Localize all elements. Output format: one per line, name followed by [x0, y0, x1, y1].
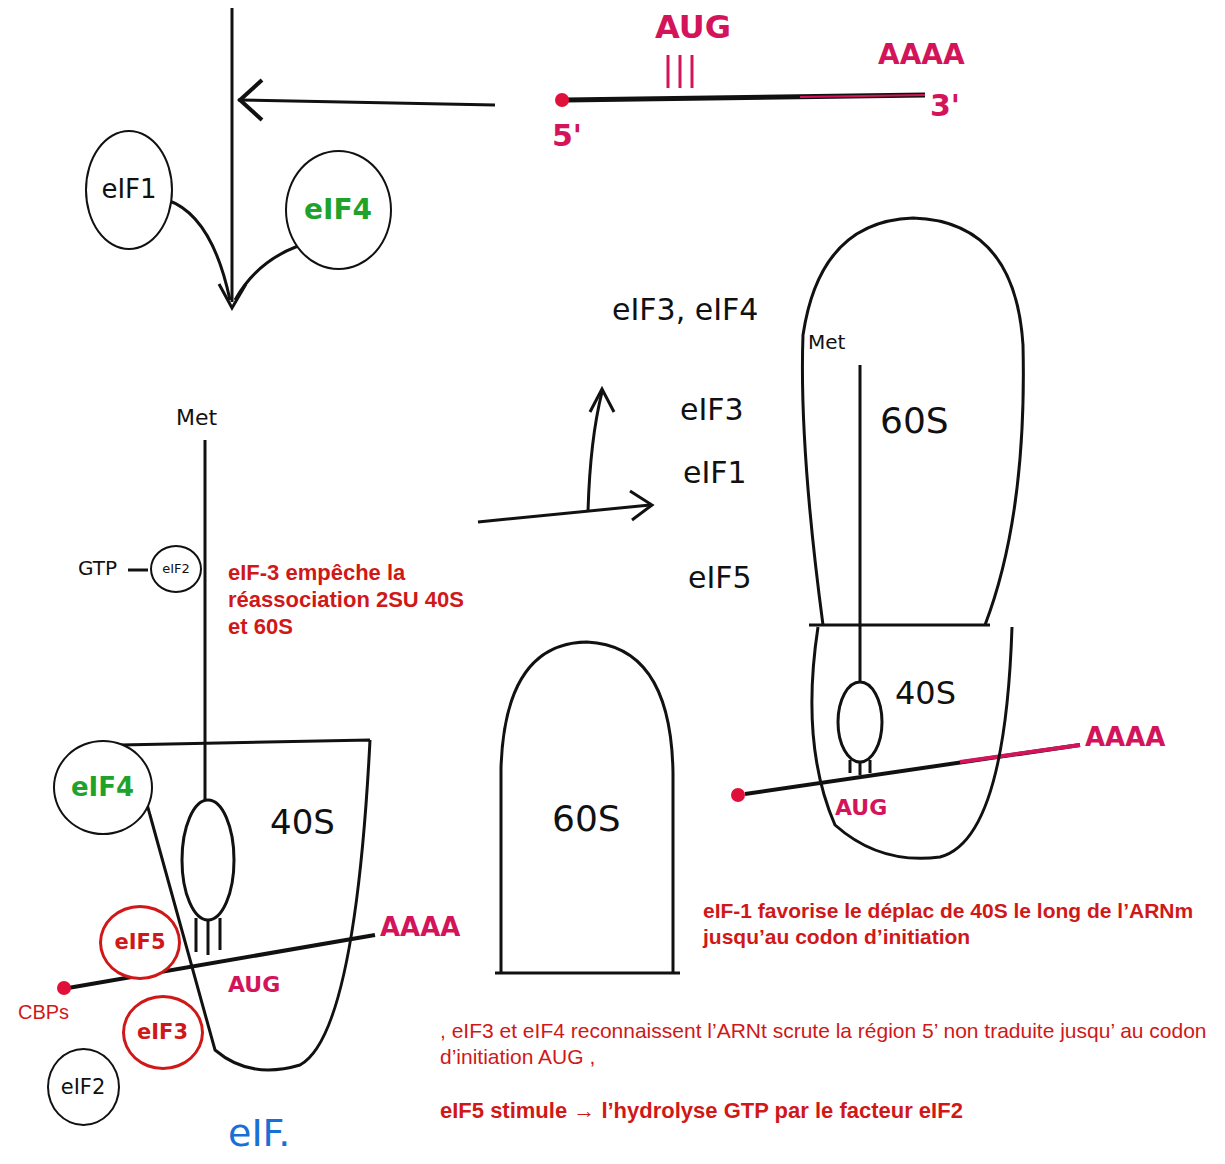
factor-circle: eIF4 [53, 740, 153, 835]
anticodon [196, 918, 220, 955]
node-label: 60S [552, 798, 621, 839]
node-label: eIF4 [71, 773, 134, 803]
annotation: AAAA [1085, 722, 1166, 754]
anticodon [850, 760, 870, 775]
annotation: AAAA [878, 38, 965, 72]
node-label: eIF2 [61, 1075, 106, 1099]
annotation: eIF-3 empêche la réassociation 2SU 40S e… [228, 560, 478, 640]
annotation: AUG [655, 8, 731, 47]
arrow-head [590, 389, 614, 412]
node-label: eIF1 [101, 175, 156, 205]
mrna-strand [566, 95, 925, 100]
trna-loop [182, 800, 234, 920]
factor-circle: eIF1 [85, 130, 173, 250]
factor-circle: eIF2 [150, 545, 202, 593]
factor-circle: eIF5 [99, 905, 181, 980]
mrna-strand [800, 95, 925, 97]
arrow-head [240, 80, 262, 120]
arrow-head [219, 284, 246, 308]
dash [128, 569, 148, 572]
arrow-line [238, 100, 495, 105]
trna-stem [859, 365, 862, 682]
mrna-strand [960, 745, 1080, 762]
annotation: CBPs [18, 1000, 69, 1024]
annotation: Met [176, 405, 217, 432]
annotation: AUG [228, 972, 280, 999]
cap-dot [731, 788, 745, 802]
annotation: eIF-1 favorise le déplac de 40S le long … [703, 898, 1215, 949]
arrow-line [231, 8, 234, 302]
cap-dot [555, 93, 569, 107]
annotation: 5' [552, 118, 582, 155]
annotation: eIF3 [680, 392, 744, 429]
subunit-outline [120, 740, 370, 1070]
node-label: eIF5 [114, 930, 165, 954]
factor-circle: eIF2 [47, 1048, 120, 1126]
node-label: eIF3 [137, 1020, 188, 1044]
annotation: 3' [930, 88, 960, 125]
subunit-outline [812, 627, 1012, 858]
subunit-outline [800, 625, 1015, 865]
annotation: eIF5 [688, 560, 752, 597]
factor-circle: eIF4 [285, 150, 392, 270]
annotation: Met [808, 330, 845, 354]
annotation: eIF5 stimule → l’hydrolyse GTP par le fa… [440, 1098, 1215, 1125]
annotation: AUG [835, 795, 887, 822]
arrow-head [630, 491, 652, 520]
cap-dot [57, 981, 71, 995]
node-label: 40S [270, 803, 335, 842]
factor-circle: eIF3 [122, 995, 204, 1070]
annotation: eIF3, eIF4 [612, 292, 758, 329]
annotation: eIF1 [683, 455, 747, 492]
annotation: GTP [78, 556, 117, 580]
annotation: , eIF3 et eIF4 reconnaissent l’ARNt scru… [440, 1018, 1215, 1069]
node-label: 60S [880, 400, 949, 441]
arrow-line [478, 505, 650, 522]
ribosome-subunit: 40S [800, 625, 1015, 865]
annotation: eIF. [228, 1110, 290, 1156]
node-label: eIF2 [162, 562, 190, 577]
ribosome-subunit: 60S [795, 215, 1030, 630]
codon-ticks [668, 55, 692, 88]
trna-stem [204, 440, 207, 800]
node-label: 40S [895, 675, 956, 712]
ribosome-subunit: 60S [495, 638, 680, 978]
node-label: eIF4 [304, 194, 372, 226]
mrna-strand [745, 745, 1080, 794]
arrow-line [235, 246, 298, 300]
subunit-outline [802, 218, 1023, 625]
trna-loop [838, 682, 882, 762]
annotation: AAAA [380, 912, 461, 944]
subunit-outline [495, 642, 680, 973]
